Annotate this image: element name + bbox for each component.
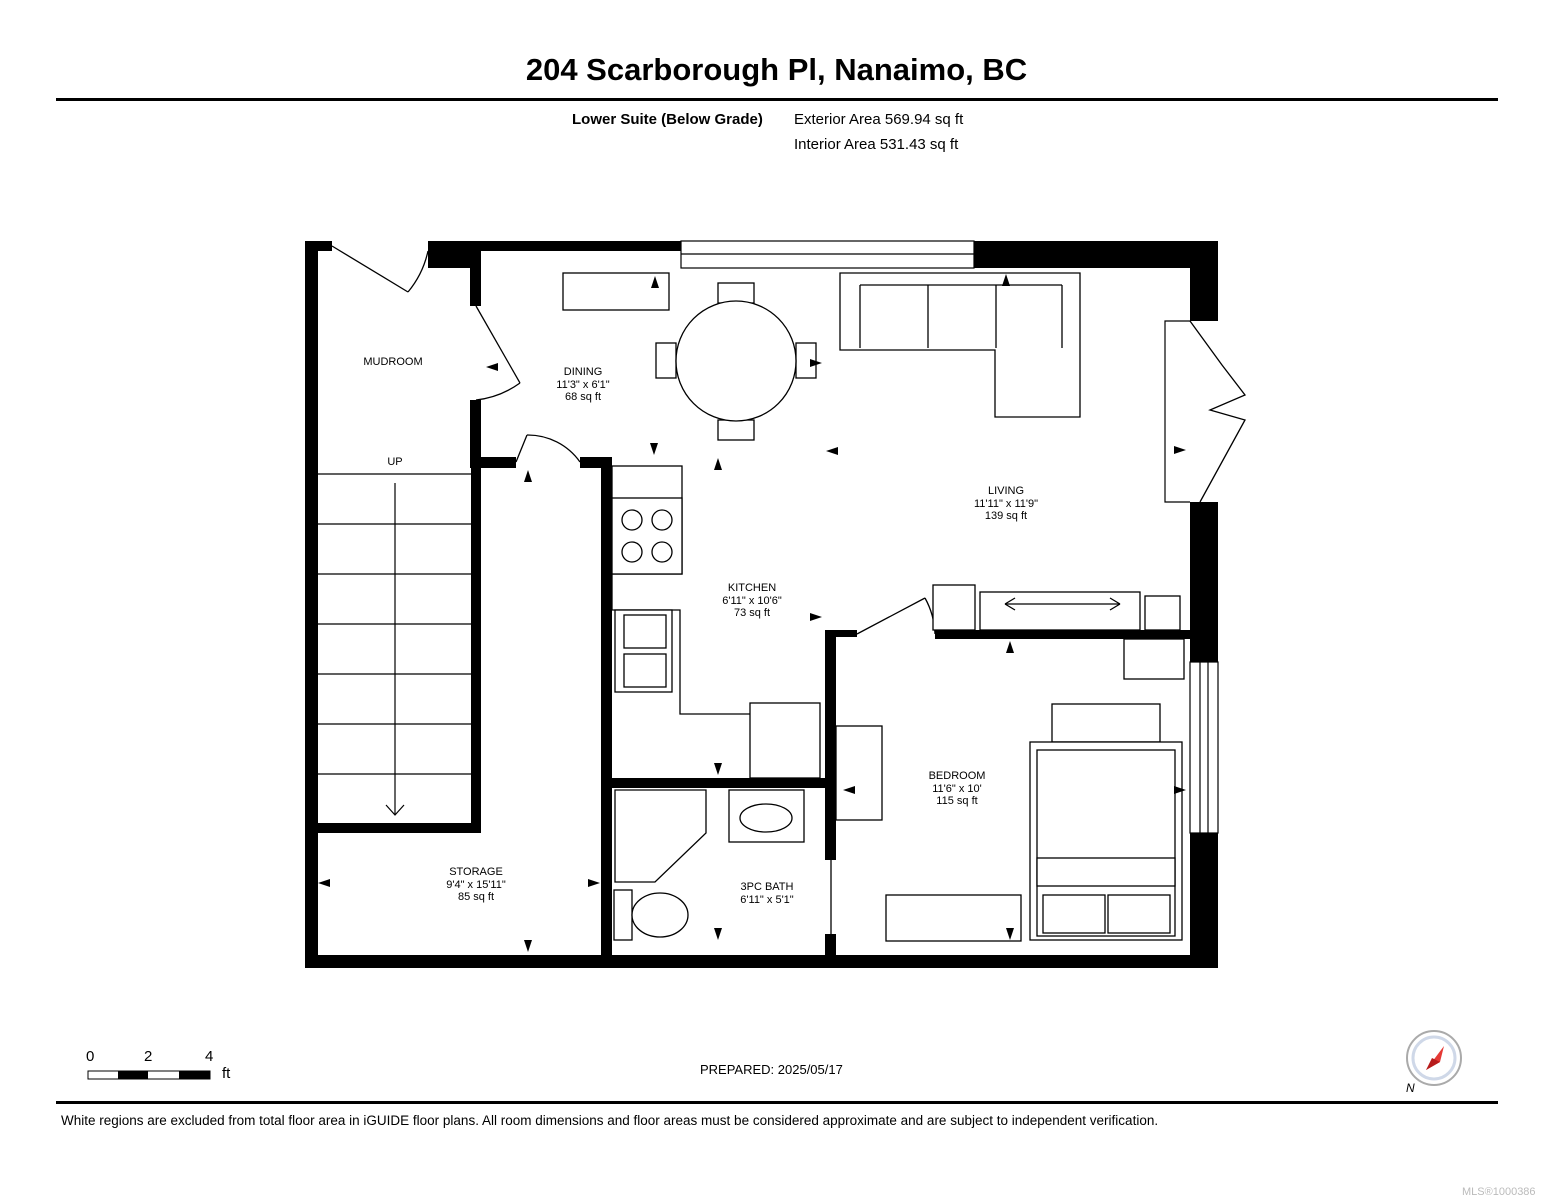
room-kitchen: KITCHEN 6'11" x 10'6" 73 sq ft <box>722 582 782 620</box>
scale-label-4: 4 <box>205 1048 214 1065</box>
room-name: 3PC BATH <box>740 881 794 893</box>
interior-area: Interior Area 531.43 sq ft <box>794 136 959 153</box>
exterior-area: Exterior Area 569.94 sq ft <box>794 111 964 128</box>
doors <box>331 245 1247 934</box>
room-bath: 3PC BATH 6'11" x 5'1" <box>740 881 793 906</box>
walls <box>305 241 1218 968</box>
room-name: LIVING <box>987 485 1025 497</box>
compass-north-label: N <box>1406 1081 1415 1095</box>
furniture <box>562 272 1185 942</box>
room-bedroom: BEDROOM 11'6" x 10' 115 sq ft <box>929 770 986 808</box>
room-name: KITCHEN <box>727 582 777 594</box>
room-area: 68 sq ft <box>564 391 602 403</box>
direction-markers <box>318 274 1186 952</box>
room-name: MUDROOM <box>363 356 423 368</box>
room-dimensions: 6'11" x 5'1" <box>740 893 794 906</box>
room-dimensions: 9'4" x 15'11" <box>446 878 506 891</box>
room-dining: DINING 11'3" x 6'1" 68 sq ft <box>556 366 609 404</box>
suite-label: Lower Suite (Below Grade) <box>572 111 763 128</box>
room-dimensions: 11'3" x 6'1" <box>556 378 610 391</box>
room-dimensions: 6'11" x 10'6" <box>722 594 782 607</box>
room-name: BEDROOM <box>928 770 986 782</box>
windows <box>680 240 1219 834</box>
staircase <box>318 473 471 816</box>
footer-divider <box>56 1101 1498 1104</box>
header-divider <box>56 98 1498 101</box>
room-dimensions: 11'6" x 10' <box>932 782 982 795</box>
scale-label-2: 2 <box>144 1048 153 1065</box>
room-storage: STORAGE 9'4" x 15'11" 85 sq ft <box>446 866 506 904</box>
footer-note: White regions are excluded from total fl… <box>61 1113 1159 1128</box>
watermark: MLS®1000386 <box>1462 1186 1536 1198</box>
room-mudroom: MUDROOM <box>363 356 422 369</box>
prepared-date: PREPARED: 2025/05/17 <box>700 1062 843 1077</box>
page-title: 204 Scarborough Pl, Nanaimo, BC <box>525 52 1028 87</box>
room-name: STORAGE <box>449 866 503 878</box>
scale-label-0: 0 <box>86 1048 95 1065</box>
scale-unit: ft <box>222 1065 231 1082</box>
room-living: LIVING 11'11" x 11'9" 139 sq ft <box>974 485 1038 523</box>
room-area: 139 sq ft <box>984 510 1028 522</box>
room-area: 115 sq ft <box>936 795 978 807</box>
room-area: 73 sq ft <box>733 607 771 619</box>
stairs-label: UP <box>387 456 403 468</box>
scale-bar <box>87 1070 211 1080</box>
room-dimensions: 11'11" x 11'9" <box>974 497 1038 510</box>
room-area: 85 sq ft <box>457 891 495 903</box>
room-name: DINING <box>563 366 603 378</box>
compass-icon <box>1406 1030 1462 1086</box>
